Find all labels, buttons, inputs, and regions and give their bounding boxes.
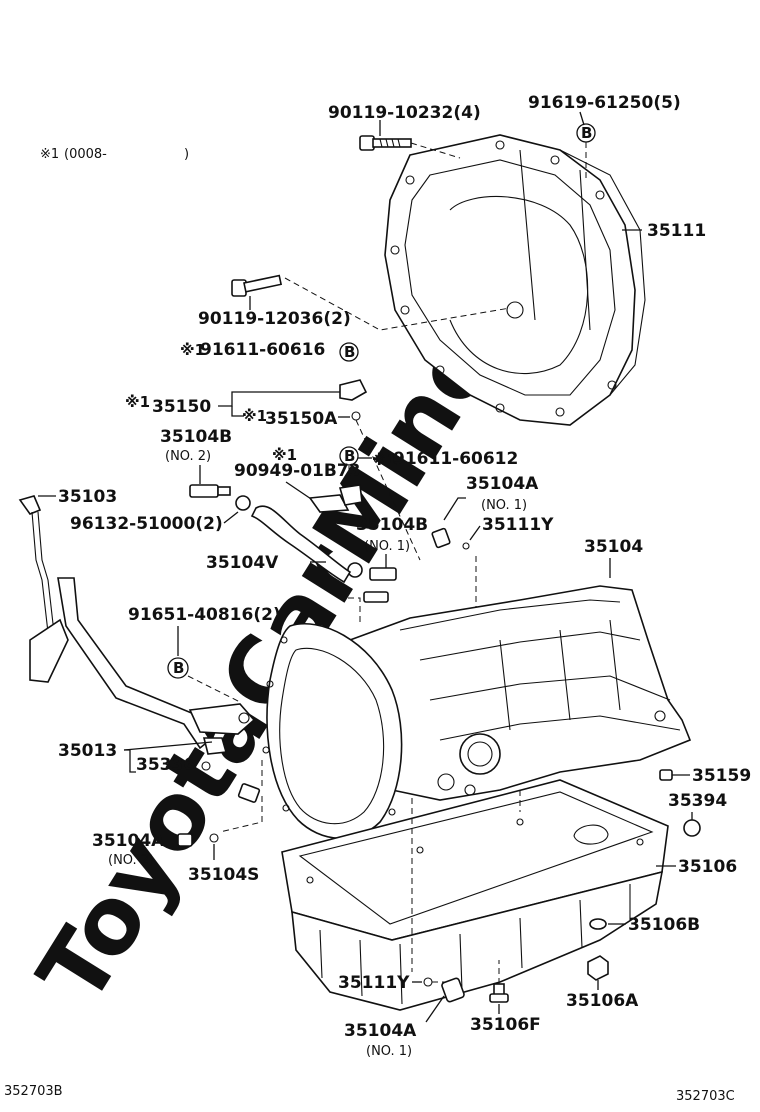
oring-35111Y-upper bbox=[462, 542, 470, 550]
label-35103: 35103 bbox=[58, 487, 117, 507]
plug-35104A-no1-upper bbox=[431, 527, 451, 549]
label-35394: 35394 bbox=[668, 791, 727, 811]
dipstick-tube-35013 bbox=[29, 577, 256, 755]
label-35111Y-upper: 35111Y bbox=[482, 515, 554, 535]
star-2: ※1 bbox=[125, 393, 150, 411]
label-35013: 35013 bbox=[58, 741, 117, 761]
label-no1-c: (NO. 1) bbox=[366, 1044, 412, 1059]
label-35111: 35111 bbox=[647, 221, 706, 241]
ref-b-1: B bbox=[581, 124, 592, 142]
label-35336: 35336 bbox=[136, 755, 195, 775]
bolt-90119-10232 bbox=[359, 135, 412, 151]
bolt-35106F bbox=[489, 983, 509, 1003]
label-35106: 35106 bbox=[678, 857, 737, 877]
footer-left-code: 352703B bbox=[4, 1084, 63, 1099]
label-91619-61250: 91619-61250(5) bbox=[528, 93, 681, 113]
label-no2-b: (NO. 2) bbox=[108, 853, 154, 868]
star-3: ※1 bbox=[242, 407, 267, 425]
fitting-35104B-no1 bbox=[363, 567, 397, 603]
label-35150A: 35150A bbox=[265, 409, 338, 429]
label-35159: 35159 bbox=[692, 766, 751, 786]
label-35104V: 35104V bbox=[206, 553, 279, 573]
plug-35104A-no2 bbox=[177, 833, 193, 847]
ref-b-4: B bbox=[173, 659, 184, 677]
label-35111Y-lower: 35111Y bbox=[338, 973, 410, 993]
footer-right-code: 352703C bbox=[676, 1089, 735, 1104]
note-range-close: ) bbox=[184, 147, 189, 162]
oil-pan-35106 bbox=[281, 779, 669, 1011]
label-no1-a: (NO. 1) bbox=[481, 498, 527, 513]
label-96132-51000: 96132-51000(2) bbox=[70, 514, 223, 534]
label-35104B-no2: 35104B bbox=[160, 427, 232, 447]
label-35104S: 35104S bbox=[188, 865, 259, 885]
oring-35336 bbox=[201, 761, 211, 771]
star-4: ※1 bbox=[272, 446, 297, 464]
oring-35104S bbox=[209, 833, 219, 843]
star-5: ※1 bbox=[372, 451, 397, 469]
note-mark: ※1 bbox=[40, 147, 59, 162]
note-range: (0008- bbox=[64, 147, 107, 162]
clamp-96132-51000 bbox=[235, 495, 363, 578]
label-35106B: 35106B bbox=[628, 915, 700, 935]
hose-fitting-90949-01B73 bbox=[308, 484, 363, 513]
bell-housing-35111 bbox=[384, 134, 646, 426]
label-90119-12036: 90119-12036(2) bbox=[198, 309, 351, 329]
fitting-near-flange bbox=[237, 783, 261, 803]
bolt-90119-12036 bbox=[231, 274, 283, 297]
label-35106F: 35106F bbox=[470, 1015, 541, 1035]
label-35104B-no1: 35104B bbox=[356, 515, 428, 535]
plug-35106A bbox=[587, 955, 609, 981]
label-91651-40816: 91651-40816(2) bbox=[128, 605, 281, 625]
label-35150: 35150 bbox=[152, 397, 211, 417]
label-35104A-no1-lower: 35104A bbox=[344, 1021, 417, 1041]
gasket-35106B bbox=[589, 918, 607, 930]
gasket-35394 bbox=[683, 819, 701, 837]
label-91611-60612: 91611-60612 bbox=[393, 449, 518, 469]
label-35104A-no1-upper: 35104A bbox=[466, 474, 539, 494]
label-no2-a: (NO. 2) bbox=[165, 449, 211, 464]
label-35104A-no2: 35104A bbox=[92, 831, 165, 851]
label-35104: 35104 bbox=[584, 537, 643, 557]
dipstick-35103 bbox=[18, 495, 57, 651]
label-91611-60616: 91611-60616 bbox=[200, 340, 325, 360]
label-90949-01B73: 90949-01B73 bbox=[234, 461, 360, 481]
star-1: ※1 bbox=[180, 341, 205, 359]
ref-b-3: B bbox=[344, 447, 355, 465]
plug-35159 bbox=[659, 769, 673, 781]
hose-35104V bbox=[250, 505, 352, 584]
ref-b-2: B bbox=[344, 343, 355, 361]
fitting-35104B-no2 bbox=[189, 484, 231, 498]
label-90119-10232: 90119-10232(4) bbox=[328, 103, 481, 123]
transmission-35104 bbox=[348, 585, 692, 801]
label-35106A: 35106A bbox=[566, 991, 639, 1011]
plug-35104A-no1-lower bbox=[441, 977, 465, 1003]
sensor-35150 bbox=[339, 379, 368, 421]
label-no1-b: (NO. 1) bbox=[364, 539, 410, 554]
